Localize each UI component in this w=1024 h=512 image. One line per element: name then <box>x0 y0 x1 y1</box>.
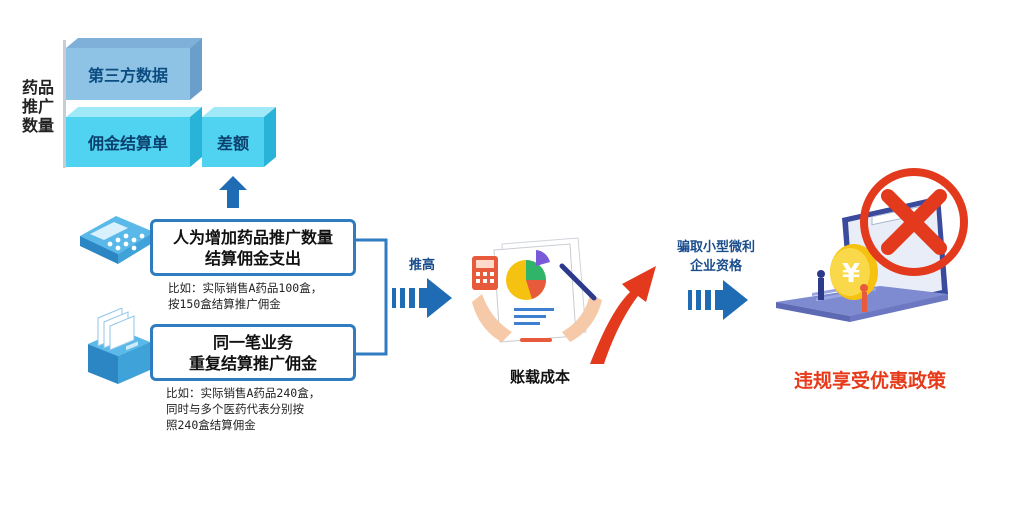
red-curved-arrow-icon <box>590 266 656 364</box>
result-caption: 违规享受优惠政策 <box>793 370 946 392</box>
arrow2-label-line2: 企业资格 <box>689 259 742 274</box>
calculator-icon <box>80 216 154 264</box>
third-party-bar-shape <box>66 38 202 100</box>
svg-text:¥: ¥ <box>842 259 860 289</box>
card1-line2: 结算佣金支出 <box>204 249 301 268</box>
card2-note-line1: 比如：实际销售A药品240盒， <box>166 386 321 400</box>
difference-bar-shape <box>202 107 276 167</box>
difference-bar-label: 差额 <box>216 134 249 153</box>
settlement-bar-shape <box>66 107 202 167</box>
arrow2-label-line1: 骗取小型微利 <box>676 240 755 255</box>
card1-line1: 人为增加药品推广数量 <box>172 228 333 247</box>
card2-line2: 重复结算推广佣金 <box>188 354 317 373</box>
card-duplicate-settlement: 同一笔业务 重复结算推广佣金 <box>150 324 356 381</box>
card2-note: 比如：实际销售A药品240盒， 同时与多个医药代表分别按 照240盒结算佣金 <box>166 385 376 433</box>
file-drawer-icon <box>88 308 150 384</box>
report-hands-icon <box>472 237 602 343</box>
y-axis-label: 药品推广数量 <box>22 78 55 135</box>
card2-note-line2: 同时与多个医药代表分别按 <box>166 402 304 416</box>
middle-caption: 账载成本 <box>509 368 570 386</box>
card1-note: 比如：实际销售A药品100盒， 按150盒结算推广佣金 <box>168 280 368 312</box>
up-arrow-icon <box>219 176 247 208</box>
arrow1-label: 推高 <box>408 258 435 273</box>
third-party-bar-label: 第三方数据 <box>87 66 168 85</box>
red-x-icon <box>860 168 968 276</box>
card2-note-line3: 照240盒结算佣金 <box>166 418 256 432</box>
card2-line1: 同一笔业务 <box>212 333 293 352</box>
card-inflate-quantity: 人为增加药品推广数量 结算佣金支出 <box>150 219 356 276</box>
striped-arrow-right-icon-2 <box>688 280 748 320</box>
card1-note-line1: 比如：实际销售A药品100盒， <box>168 281 323 295</box>
striped-arrow-right-icon-1 <box>392 278 452 318</box>
y-axis-line <box>63 40 66 168</box>
bracket-connector <box>354 238 388 356</box>
card1-note-line2: 按150盒结算推广佣金 <box>168 297 281 311</box>
settlement-bar-label: 佣金结算单 <box>87 134 168 153</box>
arrow2-label: 骗取小型微利 企业资格 <box>660 238 772 276</box>
